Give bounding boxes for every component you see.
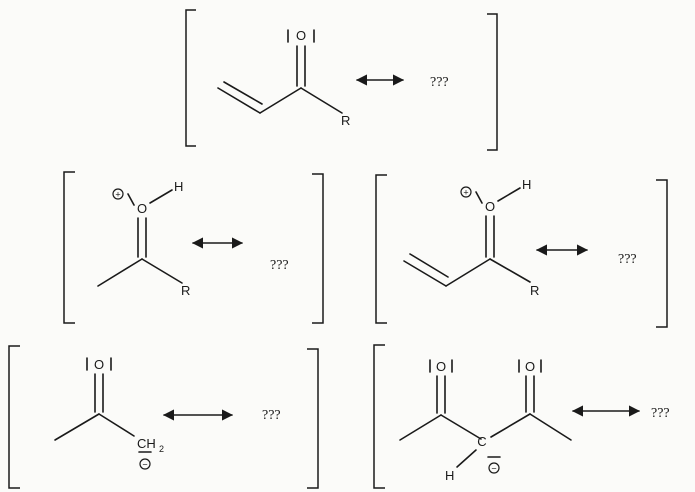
bracket-left [8, 345, 20, 489]
bracket-right [307, 348, 319, 489]
positive-charge-icon [460, 186, 472, 198]
bracket-right [656, 179, 668, 328]
positive-charge-icon [112, 188, 124, 200]
charge-sign: + [115, 190, 120, 200]
charge-sign: + [463, 188, 468, 198]
r-group-label: R [341, 113, 350, 128]
bracket-left [373, 344, 385, 489]
unknown-structure-label: ??? [430, 75, 449, 90]
panel-enolate: O CH 2 − ??? [8, 345, 319, 489]
carbanion-label: CH [137, 436, 156, 451]
panel-propenone: O R ??? [185, 9, 498, 151]
oxygen-atom-right: O [525, 359, 535, 374]
charge-sign: − [491, 464, 496, 474]
oxygen-atom: O [94, 357, 104, 372]
unknown-structure-label: ??? [651, 406, 670, 421]
hydrogen-count-subscript: 2 [159, 444, 164, 454]
oxygen-atom: O [296, 28, 306, 43]
oxygen-atom: O [485, 199, 495, 214]
bracket-left [63, 171, 75, 324]
bracket-left [185, 9, 196, 147]
panel-protonated-ketone: O H + R ??? [63, 171, 324, 324]
unknown-structure-label: ??? [618, 252, 637, 267]
oxygen-atom-left: O [436, 359, 446, 374]
molecule-diketone-anion: O C H − O [399, 359, 572, 483]
carbanion-label: C [477, 434, 486, 449]
r-group-label: R [530, 283, 539, 298]
negative-charge-icon [139, 458, 151, 470]
panel-diketone-anion: O C H − O ??? [373, 344, 670, 489]
molecule-protonated-enone: O H + R [403, 177, 539, 298]
unknown-structure-label: ??? [270, 258, 289, 273]
molecule-protonated-ketone: O H + R [97, 179, 190, 298]
negative-charge-icon [488, 462, 500, 474]
hydrogen-atom: H [445, 468, 454, 483]
unknown-structure-label: ??? [262, 408, 281, 423]
r-group-label: R [181, 283, 190, 298]
oxygen-atom: O [137, 201, 147, 216]
molecule-propenone: O R [217, 28, 350, 128]
bracket-left [375, 174, 387, 324]
bracket-right [487, 13, 498, 151]
bracket-right [312, 173, 324, 324]
hydrogen-atom: H [522, 177, 531, 192]
charge-sign: − [142, 460, 147, 470]
hydrogen-atom: H [174, 179, 183, 194]
lone-pair [475, 191, 483, 204]
lone-pair [127, 193, 135, 206]
molecule-enolate: O CH 2 − [54, 357, 164, 470]
panel-protonated-enone: O H + R ??? [375, 174, 668, 328]
